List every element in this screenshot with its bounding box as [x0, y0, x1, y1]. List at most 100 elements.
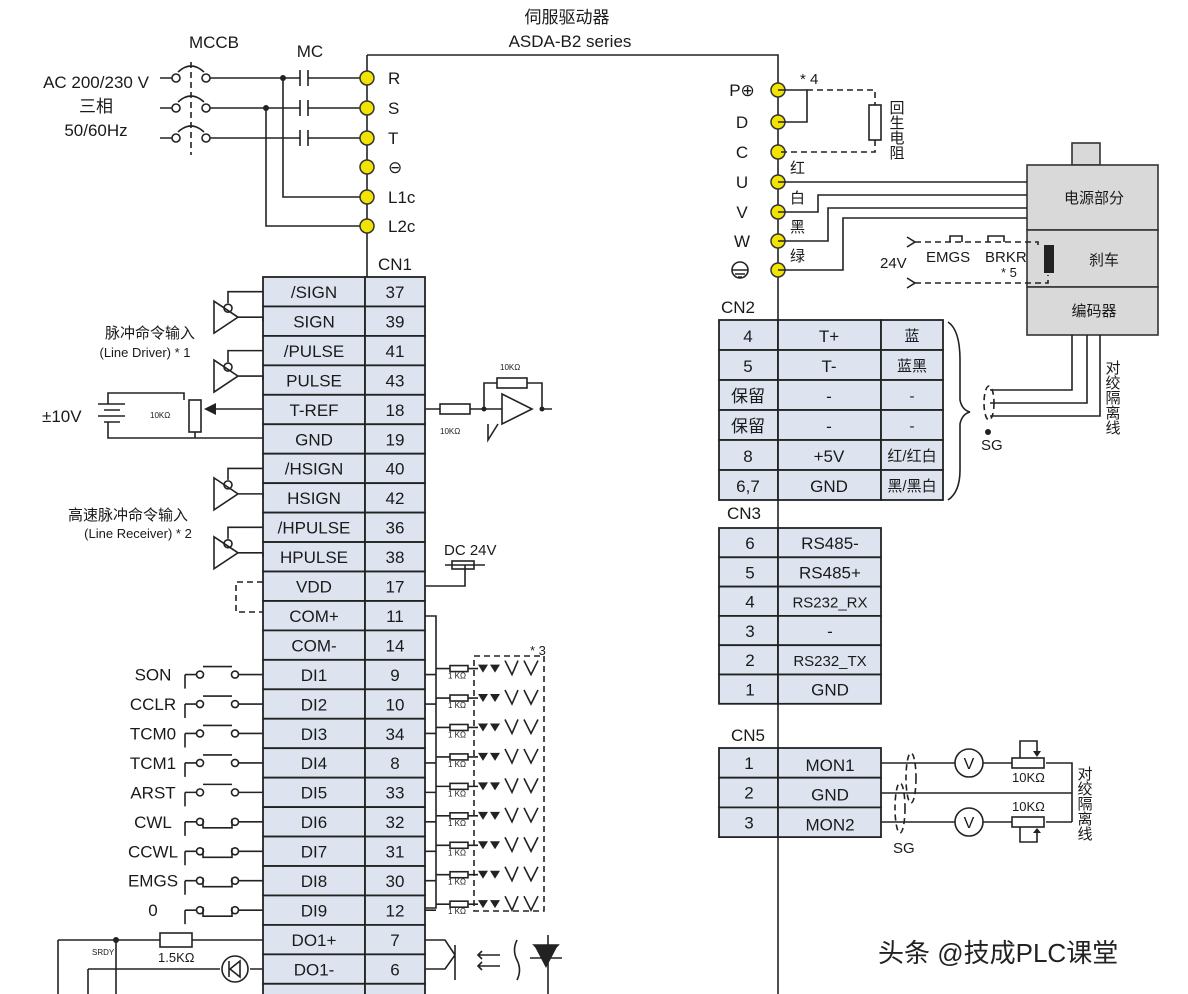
monitor-twisted-pair-label: 对绞隔离线: [1076, 766, 1093, 841]
cn1-signal-name: DO1-: [294, 960, 335, 979]
di-switch: CWL: [134, 813, 263, 836]
cn1-pin-number: 39: [386, 312, 405, 331]
di-input-label: CCWL: [128, 842, 178, 861]
cn1-pin-number: 10: [386, 695, 405, 714]
terminal-0: [359, 70, 375, 86]
cn5-label: CN5: [731, 726, 765, 745]
analog-input-circuit: ±10V 10KΩ 10KΩ 10KΩ: [42, 363, 552, 443]
cn5-signal: MON1: [805, 756, 854, 775]
cn1-pin-number: 31: [386, 843, 405, 862]
terminal-2: [359, 130, 375, 146]
motor-terminal-label: V: [736, 203, 748, 222]
mc-contactor-icon: [299, 70, 320, 146]
cn2-pin: 8: [743, 447, 752, 466]
dc24-label: DC 24V: [444, 542, 497, 559]
di-switch: TCM1: [130, 754, 263, 777]
di-optocoupler: 1 KΩ: [425, 807, 539, 828]
di-resistor-value: 1 KΩ: [448, 907, 466, 916]
cn2-wire-color: -: [910, 388, 915, 405]
cn1-signal-name: HSIGN: [287, 489, 341, 508]
di-input-label: 0: [148, 901, 157, 920]
motor-terminal-label: D: [736, 113, 748, 132]
cn2-wire-color: 蓝黑: [897, 358, 927, 375]
cn2-signal: -: [826, 417, 832, 436]
cn2-pin: 保留: [731, 387, 765, 406]
digital-output-circuit: SRDY 1.5KΩ: [57, 932, 562, 994]
cn1-pin-number: 12: [386, 901, 405, 920]
cn1-signal-name: SIGN: [293, 312, 335, 331]
cn2-label: CN2: [721, 298, 755, 317]
line-driver-icon: [213, 526, 264, 571]
cn3-pin: 3: [745, 622, 754, 641]
cn2-signal: T+: [819, 327, 839, 346]
di-resistor-value: 1 KΩ: [448, 819, 466, 828]
voltmeter-1-symbol: V: [964, 756, 975, 773]
mc-label: MC: [297, 42, 323, 61]
terminal-label: T: [388, 129, 398, 148]
note-5: * 5: [1001, 265, 1017, 280]
cn2-row: 保留--: [718, 409, 944, 441]
di-optocoupler-array: * 3 1 KΩ1 KΩ1 KΩ1 KΩ1 KΩ1 KΩ1 KΩ1 KΩ1 KΩ: [425, 643, 546, 916]
wire-color-ground: 绿: [790, 248, 805, 265]
cn1-pin-number: 40: [386, 460, 405, 479]
di-switch: CCWL: [128, 842, 263, 866]
di-optocoupler: 1 KΩ: [425, 866, 539, 887]
cn1-pin-number: 42: [386, 489, 405, 508]
monitor-output-circuit: V V 10KΩ 10KΩ SG 对绞隔离线: [881, 740, 1093, 857]
servo-motor: 电源部分 刹车 编码器: [1026, 142, 1159, 336]
cn1-row: HSIGN 42: [262, 482, 426, 514]
opamp-feedback-resistor: 10KΩ: [500, 363, 520, 372]
cn1-pin-number: 6: [390, 960, 399, 979]
supply-voltage: AC 200/230 V: [43, 73, 150, 92]
cn5-signal: GND: [811, 786, 849, 805]
drive-model: ASDA-B2 series: [509, 32, 632, 51]
cn1-pin-number: 7: [390, 931, 399, 950]
cn1-signal-name: DI9: [301, 901, 327, 920]
di-input-label: EMGS: [128, 872, 178, 891]
terminal-label: L2c: [388, 217, 416, 236]
diode-icon: [221, 955, 249, 983]
terminal-5: [359, 218, 375, 234]
di-switch: SON: [135, 666, 263, 689]
cn3-row: 3-: [718, 615, 882, 647]
line-driver-icon: [213, 349, 264, 394]
motor-wires: 红 白 黑 绿: [778, 160, 1027, 271]
di-switch: TCM0: [130, 724, 263, 748]
cn2-wire-color: 红/红白: [887, 448, 936, 465]
monitor-pot-2: [1011, 816, 1045, 828]
di-input-label: CWL: [134, 813, 172, 832]
monitor-pot-1: [1011, 757, 1045, 769]
cn2-wire-color: 蓝: [904, 328, 919, 345]
terminal-label: S: [388, 99, 399, 118]
cn1-signal-name: DI4: [301, 754, 327, 773]
encoder-cable: SG 对绞隔离线: [947, 321, 1121, 501]
supply-frequency: 50/60Hz: [64, 121, 127, 140]
terminal-label: L1c: [388, 188, 416, 207]
motor-terminal-label: P⊕: [729, 81, 755, 100]
regen-resistor: * 4 回生电阻: [778, 71, 905, 160]
cn1-signal-name: HPULSE: [280, 548, 348, 567]
cn1-signal-name: COM-: [291, 636, 336, 655]
cn3-pin: 1: [745, 681, 754, 700]
di-switch: CCLR: [130, 695, 263, 719]
voltmeter-1-icon: V: [954, 748, 984, 778]
